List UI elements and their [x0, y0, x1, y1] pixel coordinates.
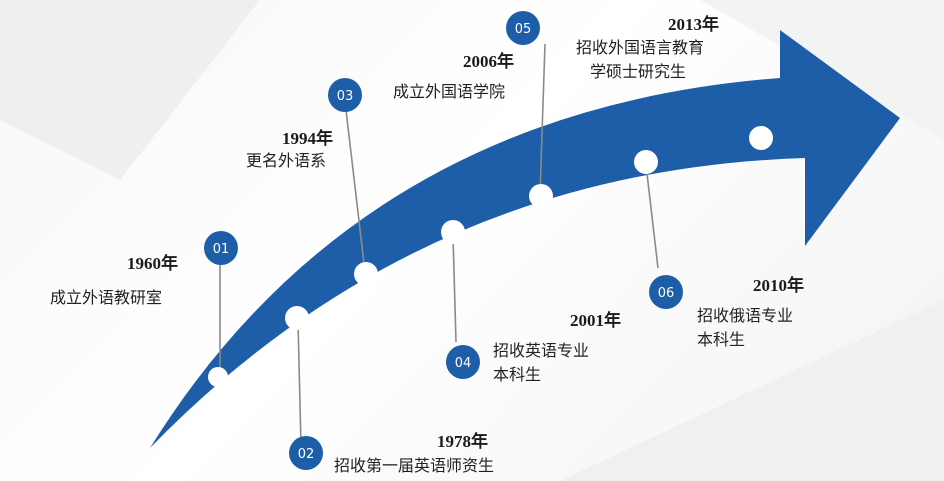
milestone-desc-1960: 成立外语教研室: [50, 288, 163, 307]
connector-line-03: [345, 109, 366, 273]
connector-line-04: [452, 234, 457, 343]
marker-03: 03: [328, 78, 362, 112]
milestone-desc-1994: 更名外语系: [246, 151, 327, 170]
milestone-year-2010: 2010年: [753, 276, 804, 295]
milestone-year-2006: 2006年: [463, 52, 514, 71]
milestone-year-2001: 2001年: [570, 311, 621, 330]
milestone-year-1978: 1978年: [437, 432, 488, 451]
connector-line-05: [539, 43, 546, 195]
background-facet: [0, 0, 260, 180]
milestone-dot: [285, 306, 309, 330]
milestone-desc-1978: 招收第一届英语师资生: [334, 456, 495, 475]
marker-number: 04: [455, 356, 472, 371]
connector-line-06: [645, 164, 659, 269]
milestone-desc-2013: 招收外国语言教育 学硕士研究生: [576, 38, 705, 81]
marker-05: 05: [506, 11, 540, 45]
milestone-desc-2006: 成立外国语学院: [393, 82, 506, 101]
marker-06: 06: [649, 275, 683, 309]
milestone-dot: [354, 262, 378, 286]
connector-line-02: [297, 321, 302, 446]
arrow-dots: [208, 126, 773, 387]
marker-number: 06: [658, 286, 675, 301]
milestone-dot: [441, 220, 465, 244]
progress-arrow: [150, 30, 900, 448]
milestone-year-1994: 1994年: [282, 129, 333, 148]
milestone-dot: [529, 184, 553, 208]
marker-number: 02: [298, 447, 315, 462]
marker-number: 03: [337, 89, 354, 104]
marker-04: 04: [446, 345, 480, 379]
milestone-desc-2001: 招收英语专业 本科生: [493, 341, 590, 384]
background-facet: [560, 300, 944, 481]
connector-lines: [219, 43, 659, 446]
marker-02: 02: [289, 436, 323, 470]
milestone-year-1960: 1960年: [127, 254, 178, 273]
milestone-dot: [208, 367, 228, 387]
marker-01: 01: [204, 231, 238, 265]
marker-number: 05: [515, 22, 532, 37]
milestone-desc-2010: 招收俄语专业 本科生: [697, 306, 794, 349]
milestone-dot: [634, 150, 658, 174]
milestone-dot: [749, 126, 773, 150]
marker-number: 01: [213, 242, 230, 257]
milestone-year-2013: 2013年: [668, 15, 719, 34]
